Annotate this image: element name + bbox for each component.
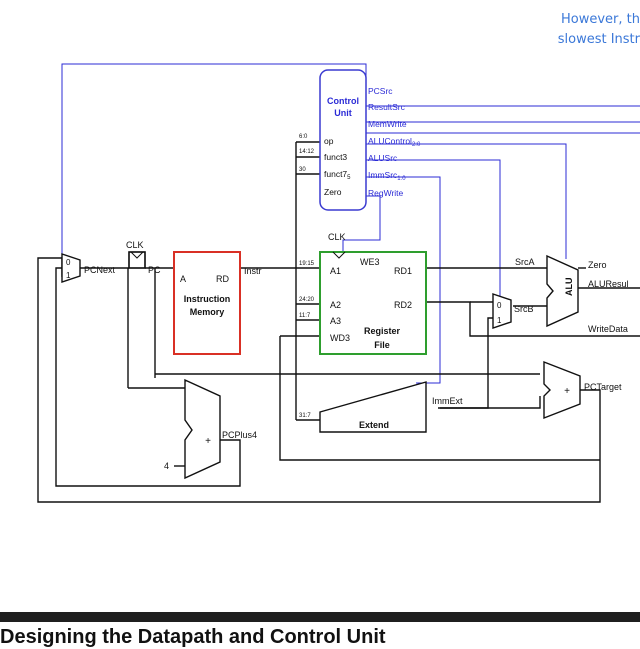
imem-name-1: Instruction bbox=[184, 294, 231, 304]
cu-out-alusrc: ALUSrc bbox=[368, 153, 398, 163]
pctarget-plus: + bbox=[564, 386, 570, 397]
signal-aluresult: ALUResul bbox=[588, 279, 629, 289]
rf-name-1: Register bbox=[364, 326, 401, 336]
cu-out-immsrc: ImmSrc bbox=[368, 170, 398, 180]
instruction-memory: A RD Instruction Memory bbox=[173, 251, 241, 355]
signal-clk-pc: CLK bbox=[126, 240, 144, 250]
control-unit-title-2: Unit bbox=[334, 108, 352, 118]
rf-port-a2: A2 bbox=[330, 300, 341, 310]
bits-11-7: 11:7 bbox=[299, 313, 311, 319]
cu-in-funct3: funct3 bbox=[324, 152, 347, 162]
pc-register bbox=[128, 251, 146, 269]
alu-name: ALU bbox=[564, 278, 574, 297]
bits-14-12: 14:12 bbox=[299, 149, 315, 155]
imem-port-rd: RD bbox=[216, 274, 229, 284]
bottom-heading: Designing the Datapath and Control Unit bbox=[0, 626, 386, 648]
pcplus4-plus: + bbox=[205, 436, 211, 447]
extend-unit: Extend bbox=[319, 381, 427, 433]
rf-rd1: RD1 bbox=[394, 266, 412, 276]
bottom-divider-bar bbox=[0, 612, 640, 640]
cu-out-alucontrol-sub: 2:0 bbox=[412, 142, 421, 148]
signal-writedata: WriteData bbox=[588, 324, 628, 334]
control-wires bbox=[61, 63, 640, 384]
signal-immext: ImmExt bbox=[432, 396, 463, 406]
control-unit-title-1: Control bbox=[327, 96, 359, 106]
signal-srcb: SrcB bbox=[514, 304, 534, 314]
extend-name: Extend bbox=[359, 420, 389, 430]
rf-port-a3: A3 bbox=[330, 316, 341, 326]
note-line-1: However, th bbox=[561, 12, 640, 27]
cu-out-immsrc-sub: 1:0 bbox=[397, 176, 406, 182]
note-line-2: slowest Instr bbox=[557, 32, 640, 47]
signal-pcnext: PCNext bbox=[84, 265, 116, 275]
cu-in-funct7: funct7 bbox=[324, 169, 347, 179]
signal-four: 4 bbox=[164, 461, 169, 471]
bits-31-7: 31:7 bbox=[299, 413, 311, 419]
cu-in-zero: Zero bbox=[324, 187, 342, 197]
cu-out-regwrite: RegWrite bbox=[368, 188, 404, 198]
cu-out-memwrite: MemWrite bbox=[368, 119, 407, 129]
rf-port-a1: A1 bbox=[330, 266, 341, 276]
alu: ALU bbox=[546, 254, 579, 328]
signal-srca: SrcA bbox=[515, 257, 535, 267]
pcplus4-adder: + bbox=[184, 378, 221, 480]
rf-rd2: RD2 bbox=[394, 300, 412, 310]
svg-text:funct75: funct75 bbox=[324, 169, 351, 181]
pc-mux-in0: 0 bbox=[66, 258, 71, 267]
cu-out-pcsrc: PCSrc bbox=[368, 86, 393, 96]
control-unit: Control Unit op funct3 funct75 Zero PCSr… bbox=[319, 69, 421, 211]
bits-6-0: 6:0 bbox=[299, 134, 308, 140]
svg-text:ALUControl2:0: ALUControl2:0 bbox=[368, 136, 421, 148]
rf-name-2: File bbox=[374, 340, 390, 350]
bits-19-15: 19:15 bbox=[299, 261, 315, 267]
bits-24-20: 24:20 bbox=[299, 297, 315, 303]
bit-field-labels: 6:0 14:12 30 19:15 24:20 11:7 31:7 bbox=[299, 134, 315, 419]
signal-zero: Zero bbox=[588, 260, 607, 270]
rf-port-wd3: WD3 bbox=[330, 333, 350, 343]
imem-name-2: Memory bbox=[190, 307, 225, 317]
cu-out-resultsrc: ResultSrc bbox=[368, 102, 406, 112]
srcb-mux-in0: 0 bbox=[497, 301, 502, 310]
signal-pc: PC bbox=[148, 265, 161, 275]
signal-pctarget: PCTarget bbox=[584, 382, 622, 392]
pctarget-adder: + bbox=[543, 360, 581, 420]
cu-in-op: op bbox=[324, 136, 334, 146]
register-file: A1 A2 A3 WD3 WE3 RD1 RD2 Register File bbox=[319, 251, 427, 355]
rf-we3: WE3 bbox=[360, 257, 380, 267]
bits-30: 30 bbox=[299, 167, 306, 173]
pc-mux-in1: 1 bbox=[66, 271, 71, 280]
rf-clk: CLK bbox=[328, 232, 346, 242]
cu-in-funct7-sub: 5 bbox=[347, 175, 351, 181]
srcb-mux-in1: 1 bbox=[497, 316, 502, 325]
signal-instr: Instr bbox=[244, 266, 262, 276]
signal-pcplus4: PCPlus4 bbox=[222, 430, 257, 440]
srcb-mux: 0 1 bbox=[492, 293, 512, 329]
imem-port-a: A bbox=[180, 274, 186, 284]
datapath-wires bbox=[37, 141, 640, 503]
pc-mux: 0 1 bbox=[61, 253, 81, 283]
svg-text:ImmSrc1:0: ImmSrc1:0 bbox=[368, 170, 406, 182]
cu-out-alucontrol: ALUControl bbox=[368, 136, 412, 146]
